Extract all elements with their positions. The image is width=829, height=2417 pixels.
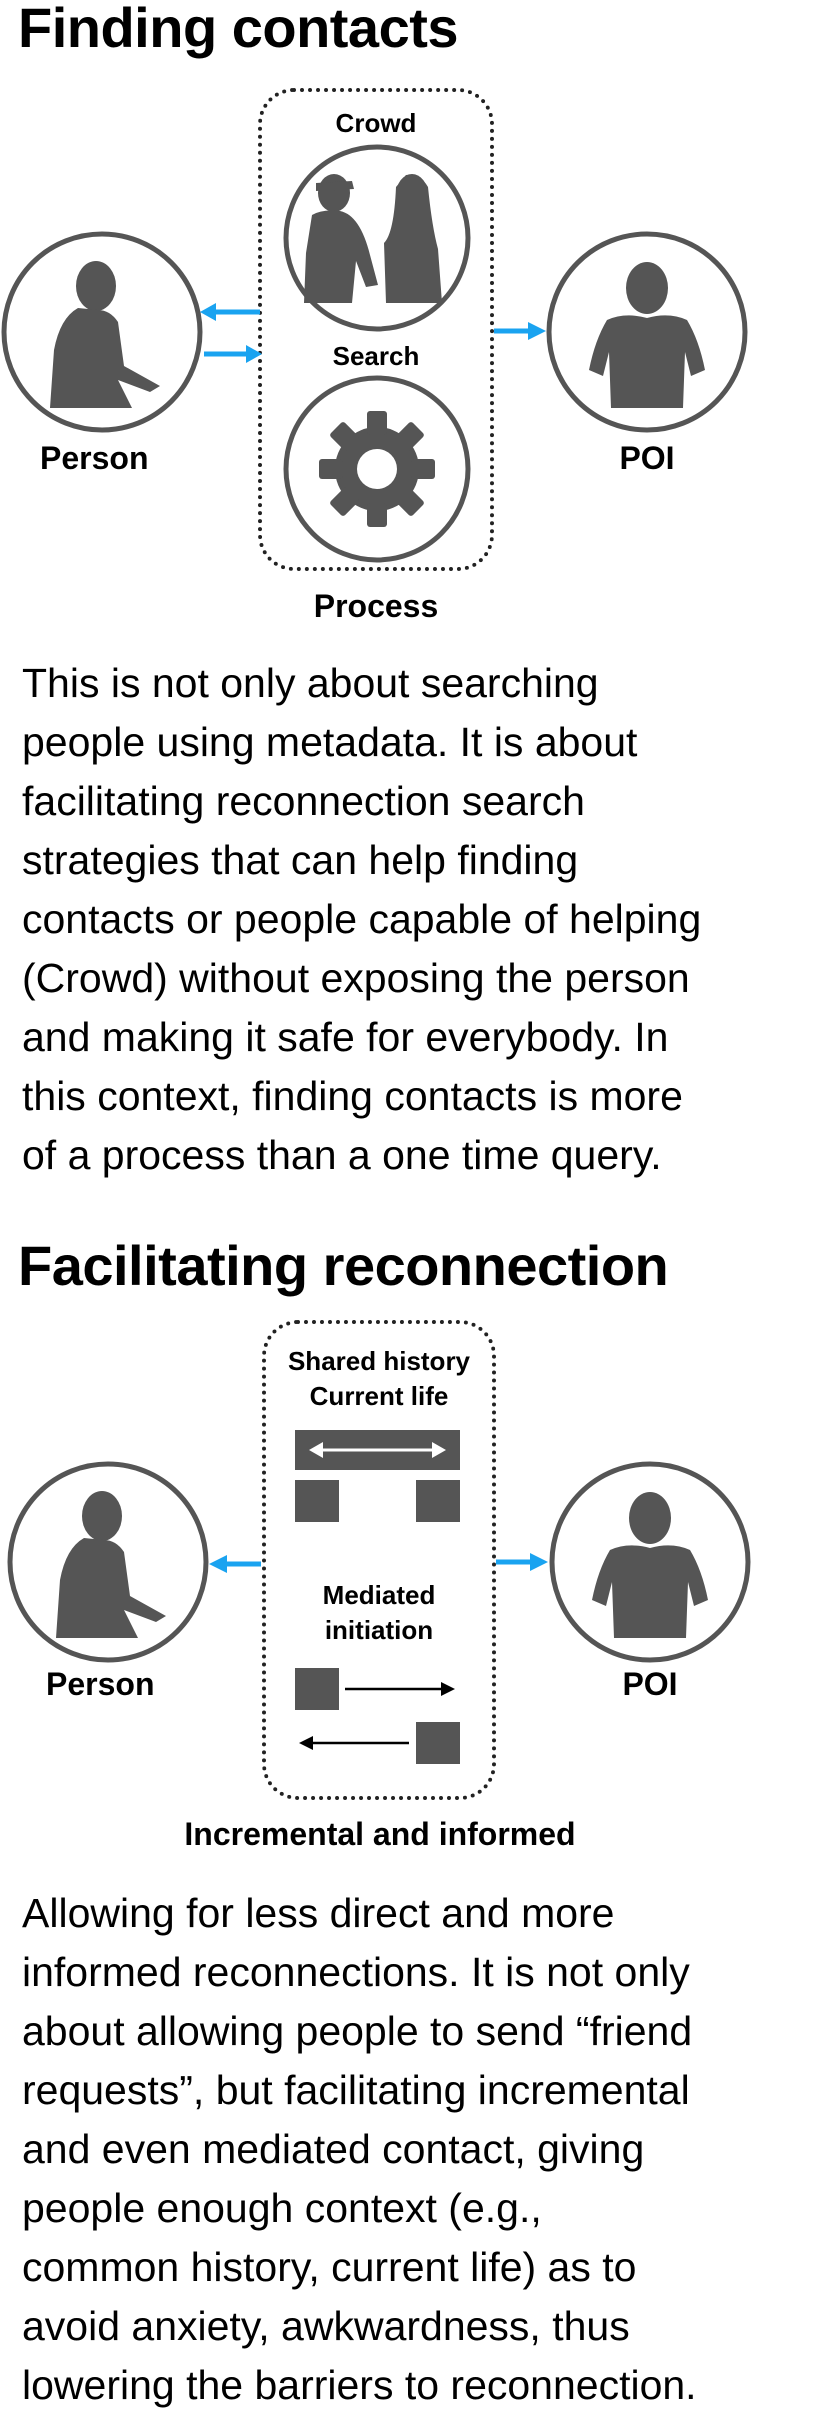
- gear-icon: [283, 375, 471, 563]
- current-life-label: Current life: [309, 1381, 449, 1411]
- initiation-label: initiation: [324, 1615, 434, 1645]
- paragraph-line: common history, current life) as to: [22, 2244, 637, 2290]
- paragraph-line: people enough context (e.g.,: [22, 2185, 542, 2231]
- incremental-box: [262, 1320, 496, 1800]
- paragraph-line: and even mediated contact, giving: [22, 2126, 645, 2172]
- paragraph-line: (Crowd) without exposing the person: [22, 955, 690, 1001]
- incremental-label: Incremental and informed: [184, 1816, 576, 1852]
- section1-title: Finding contacts: [18, 0, 459, 59]
- process-poi-arrow: [496, 1553, 548, 1571]
- paragraph-line: Allowing for less direct and more: [22, 1890, 615, 1936]
- person-label: Person: [46, 1666, 155, 1702]
- person-process-arrows: [200, 303, 262, 363]
- crowd-label: Crowd: [335, 108, 417, 138]
- process-box: [258, 88, 494, 571]
- section1-paragraph: This is not only about searching people …: [22, 654, 701, 1185]
- paragraph-line: of a process than a one time query.: [22, 1132, 662, 1178]
- paragraph-line: avoid anxiety, awkwardness, thus: [22, 2303, 630, 2349]
- paragraph-line: about allowing people to send “friend: [22, 2008, 693, 2054]
- search-label: Search: [332, 341, 420, 371]
- process-poi-arrow: [494, 322, 546, 340]
- poi-icon: [546, 231, 748, 433]
- paragraph-line: people using metadata. It is about: [22, 719, 638, 765]
- process-label: Process: [313, 588, 439, 624]
- paragraph-line: informed reconnections. It is not only: [22, 1949, 690, 1995]
- section2-title: Facilitating reconnection: [18, 1234, 669, 1297]
- poi-label: POI: [619, 440, 675, 476]
- paragraph-line: and making it safe for everybody. In: [22, 1014, 669, 1060]
- paragraph-line: This is not only about searching: [22, 660, 599, 706]
- poi-label: POI: [622, 1666, 678, 1702]
- shared-history-label: Shared history: [287, 1346, 471, 1376]
- paragraph-line: contacts or people capable of helping: [22, 896, 702, 942]
- paragraph-line: facilitating reconnection search: [22, 778, 585, 824]
- paragraph-line: requests”, but facilitating incremental: [22, 2067, 690, 2113]
- mediated-label: Mediated: [322, 1580, 436, 1610]
- person-icon: [7, 1461, 209, 1663]
- paragraph-line: strategies that can help finding: [22, 837, 579, 883]
- person-icon: [1, 231, 203, 433]
- crowd-icon: [283, 144, 471, 332]
- poi-icon: [549, 1461, 751, 1663]
- paragraph-line: lowering the barriers to reconnection.: [22, 2362, 697, 2408]
- process-person-arrow: [209, 1555, 261, 1573]
- timeline-icon: [295, 1430, 460, 1522]
- paragraph-line: this context, finding contacts is more: [22, 1073, 683, 1119]
- person-label: Person: [40, 440, 149, 476]
- section2-paragraph: Allowing for less direct and more inform…: [22, 1884, 697, 2415]
- mediated-exchange-icon: [295, 1668, 460, 1764]
